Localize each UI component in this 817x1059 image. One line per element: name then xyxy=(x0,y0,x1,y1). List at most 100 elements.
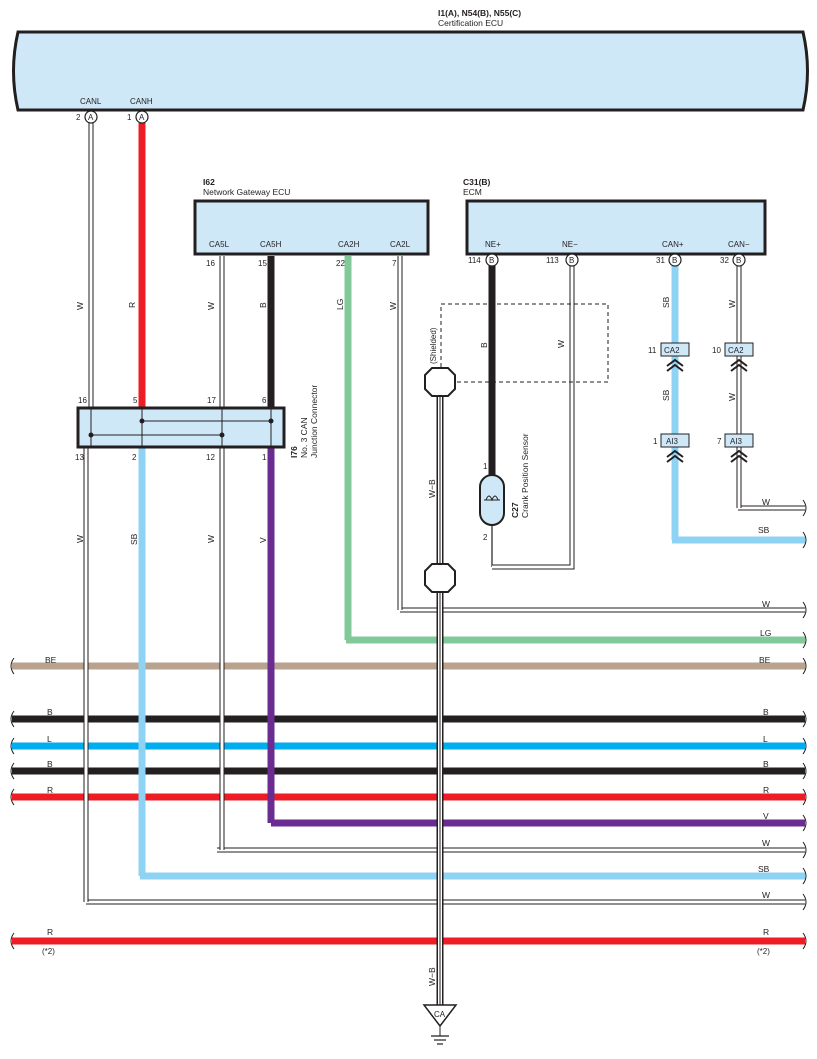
wire-label: W xyxy=(206,302,216,310)
bus-wire-labels: W SB W LG BE BE B B L L B B R R V W SB W… xyxy=(42,497,771,956)
wire-label: W−B xyxy=(427,479,437,498)
footnote-left: (*2) xyxy=(42,947,55,956)
connector-ca2-label: CA2 xyxy=(728,346,744,355)
pin-number: 6 xyxy=(262,396,267,405)
pin-number: 32 xyxy=(720,256,729,265)
pin-number: 16 xyxy=(78,396,87,405)
connector-ca2-label: CA2 xyxy=(664,346,680,355)
wire-label: BE xyxy=(759,655,771,665)
wire-label: B xyxy=(47,707,53,717)
junction-name-line1: No. 3 CAN xyxy=(299,417,309,458)
wire-label: W xyxy=(762,599,770,609)
pin-signal-ne-plus: NE+ xyxy=(485,240,501,249)
wire-label: R xyxy=(763,927,769,937)
pin-number: 2 xyxy=(483,533,488,542)
wire-label: B xyxy=(479,342,489,348)
crank-position-sensor: 1 2 C27 Crank Position Sensor xyxy=(479,433,530,542)
pin-letter: A xyxy=(88,113,94,122)
pin-signal-canh: CANH xyxy=(130,97,153,106)
wire-label: B xyxy=(763,707,769,717)
ecm: C31(B) ECM NE+ NE− CAN+ CAN− xyxy=(463,177,767,256)
wire-label: W xyxy=(727,393,737,401)
junction-code: I76 xyxy=(289,446,299,458)
connector-ai3-label: AI3 xyxy=(730,437,743,446)
network-gateway-ecu: I62 Network Gateway ECU CA5L CA5H CA2H C… xyxy=(193,177,430,268)
wire-label: W xyxy=(206,535,216,543)
connector-ai3-label: AI3 xyxy=(666,437,679,446)
pin-number: 7 xyxy=(392,259,397,268)
certification-ecu-code: I1(A), N54(B), N55(C) xyxy=(438,8,521,18)
wire-label: W−B xyxy=(427,967,437,986)
pin-signal-canl: CANL xyxy=(80,97,102,106)
wire-label: R xyxy=(47,927,53,937)
vertical-wires xyxy=(83,123,742,1005)
wire-label: SB xyxy=(661,389,671,401)
wire-label: L xyxy=(47,734,52,744)
wire-label: B xyxy=(47,759,53,769)
wire-break-marks xyxy=(10,499,807,950)
wire-label: LG xyxy=(335,299,345,310)
wire-label: W xyxy=(762,890,770,900)
wire-label: SB xyxy=(758,864,770,874)
pin-number: 7 xyxy=(717,437,722,446)
wire-label: V xyxy=(258,537,268,543)
wire-label: W xyxy=(727,300,737,308)
wire-label: L xyxy=(763,734,768,744)
pin-number: 31 xyxy=(656,256,665,265)
pin-letter: B xyxy=(489,256,494,265)
pin-number: 1 xyxy=(483,462,488,471)
wire-label: R xyxy=(47,785,53,795)
pin-number: 16 xyxy=(206,259,215,268)
pin-number: 12 xyxy=(206,453,215,462)
wire-label: B xyxy=(258,302,268,308)
sensor-code: C27 xyxy=(510,502,520,518)
pin-signal-ne-minus: NE− xyxy=(562,240,578,249)
wire-label: W xyxy=(75,302,85,310)
wire-label: W xyxy=(762,838,770,848)
wire-label: B xyxy=(763,759,769,769)
pin-number: 113 xyxy=(546,256,559,265)
wire-label: W xyxy=(75,535,85,543)
pin-number: 13 xyxy=(75,453,84,462)
pin-signal-can-plus: CAN+ xyxy=(662,240,684,249)
gateway-ecu-name: Network Gateway ECU xyxy=(203,187,290,197)
pin-letter: B xyxy=(672,256,677,265)
wire-label: R xyxy=(127,302,137,308)
ground-symbol: CA xyxy=(422,1004,458,1045)
ecm-code: C31(B) xyxy=(463,177,491,187)
pin-letter: A xyxy=(139,113,145,122)
pin-number: 1 xyxy=(262,453,267,462)
wire-label: SB xyxy=(129,533,139,545)
footnote-right: (*2) xyxy=(757,947,770,956)
wire-label: BE xyxy=(45,655,57,665)
pin-number: 1 xyxy=(127,113,132,122)
pin-number: 22 xyxy=(336,259,345,268)
wire-label: W xyxy=(762,497,770,507)
wire-label: V xyxy=(763,811,769,821)
wire-label: LG xyxy=(760,628,771,638)
junction-name-line2: Junction Connector xyxy=(309,385,319,458)
pin-signal-can-minus: CAN− xyxy=(728,240,750,249)
inline-connectors: CA2 CA2 11 10 AI3 AI3 1 7 xyxy=(648,342,754,463)
ground-label: CA xyxy=(434,1010,446,1019)
wire-label: W xyxy=(556,340,566,348)
pin-number: 11 xyxy=(648,346,657,355)
wire-label: SB xyxy=(661,296,671,308)
pin-letter: B xyxy=(736,256,741,265)
pin-number: 17 xyxy=(207,396,216,405)
pin-signal-ca5h: CA5H xyxy=(260,240,282,249)
pin-number: 2 xyxy=(76,113,81,122)
pin-terminals: A A 2 1 B B B B 114 113 31 32 xyxy=(76,110,746,267)
pin-signal-ca2l: CA2L xyxy=(390,240,411,249)
pin-signal-ca5l: CA5L xyxy=(209,240,230,249)
pin-number: 114 xyxy=(468,256,481,265)
pin-signal-ca2h: CA2H xyxy=(338,240,360,249)
gateway-ecu-code: I62 xyxy=(203,177,215,187)
ecm-name: ECM xyxy=(463,187,482,197)
wire-label: R xyxy=(763,785,769,795)
pin-letter: B xyxy=(569,256,574,265)
shield: (Shielded) xyxy=(424,303,609,593)
certification-ecu: I1(A), N54(B), N55(C) Certification ECU … xyxy=(12,8,809,112)
bus-wires xyxy=(12,505,805,945)
